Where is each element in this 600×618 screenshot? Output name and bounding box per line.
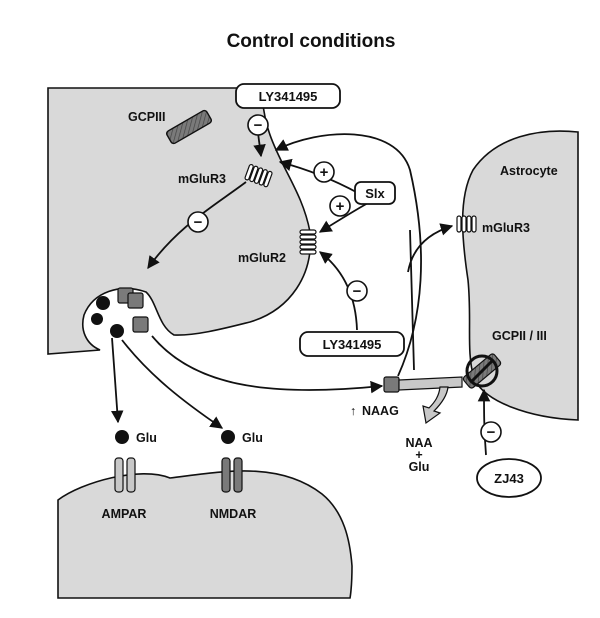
ly341495-top-box: LY341495: [235, 83, 341, 109]
naa-label: NAA: [405, 436, 432, 450]
svg-text:LY341495: LY341495: [259, 89, 318, 104]
svg-text:−: −: [353, 283, 362, 300]
arrow-ly-top-to-mglur3: [253, 132, 266, 158]
svg-text:Slx: Slx: [365, 186, 385, 201]
arrow-naag-to-astrocyte-mglur3: [407, 226, 452, 371]
arrow-naag-to-mglur3: [274, 133, 422, 377]
arrow-zj43-to-gcpii: [477, 388, 491, 456]
postsynaptic-terminal: [57, 470, 353, 599]
mglur3-astrocyte-receptor: [456, 215, 477, 233]
zj43-box: ZJ43: [476, 458, 542, 498]
glutamate-released-right: [221, 430, 235, 444]
glutamate-released-left: [115, 430, 129, 444]
glu-right-label: Glu: [242, 431, 263, 445]
glu-products-label: Glu: [409, 460, 430, 474]
slx-box: Slx: [354, 181, 396, 205]
svg-text:LY341495: LY341495: [323, 337, 382, 352]
svg-text:ZJ43: ZJ43: [494, 471, 524, 486]
gcpii-iii-enzyme: [462, 353, 502, 389]
svg-text:+: +: [336, 198, 345, 215]
arrow-naag-release: [151, 335, 384, 394]
arrow-release-ampar: [110, 337, 124, 424]
plus-label: +: [415, 448, 422, 462]
glutamate-dot: [110, 324, 124, 338]
glutamate-dot: [91, 313, 103, 325]
gcpii-iii-label: GCPII / III: [492, 329, 547, 343]
ampar-label: AMPAR: [102, 507, 147, 521]
naag-square: [132, 316, 149, 333]
nmdar-label: NMDAR: [210, 507, 257, 521]
plus-sign-slx-mglur3: +: [313, 161, 335, 183]
ampar-receptor: [114, 457, 136, 493]
gcpiii-label: GCPIII: [128, 110, 166, 124]
vesicle-contents: [91, 287, 149, 338]
arrow-release-nmdar: [121, 339, 224, 429]
presynaptic-terminal: [47, 87, 312, 355]
glutamate-dot: [96, 296, 110, 310]
minus-sign-zj43: −: [480, 421, 502, 443]
ly341495-mid-box: LY341495: [299, 331, 405, 357]
glu-left-label: Glu: [136, 431, 157, 445]
astrocyte-cell: [461, 130, 579, 421]
minus-sign-ly-top: −: [247, 114, 269, 136]
diagram-title: Control conditions: [227, 31, 396, 52]
minus-sign-ly-mid: −: [346, 280, 368, 302]
svg-text:−: −: [194, 214, 203, 231]
naag-square: [127, 292, 144, 309]
arrow-slx-to-mglur2: [318, 202, 369, 233]
plus-sign-slx-mglur2: +: [329, 195, 351, 217]
mglur2-receptor: [299, 229, 317, 255]
minus-sign-mglur3: −: [187, 211, 209, 233]
svg-text:−: −: [254, 117, 263, 134]
gcpiii-enzyme: [165, 109, 213, 145]
mglur3-pre-label: mGluR3: [178, 172, 226, 186]
naag-increase-arrow: ↑: [350, 404, 356, 418]
astrocyte-label: Astrocyte: [500, 164, 558, 178]
naag-hydrolysis-bar: [398, 376, 463, 391]
svg-text:+: +: [320, 164, 329, 181]
nmdar-receptor: [221, 457, 243, 493]
naag-molecule: [383, 376, 400, 393]
mglur2-label: mGluR2: [238, 251, 286, 265]
hydrolysis-arrow: [422, 386, 449, 425]
naag-label: NAAG: [362, 404, 399, 418]
svg-text:−: −: [487, 424, 496, 441]
mglur3-presynaptic-receptor: [244, 163, 273, 188]
mglur3-astrocyte-label: mGluR3: [482, 221, 530, 235]
